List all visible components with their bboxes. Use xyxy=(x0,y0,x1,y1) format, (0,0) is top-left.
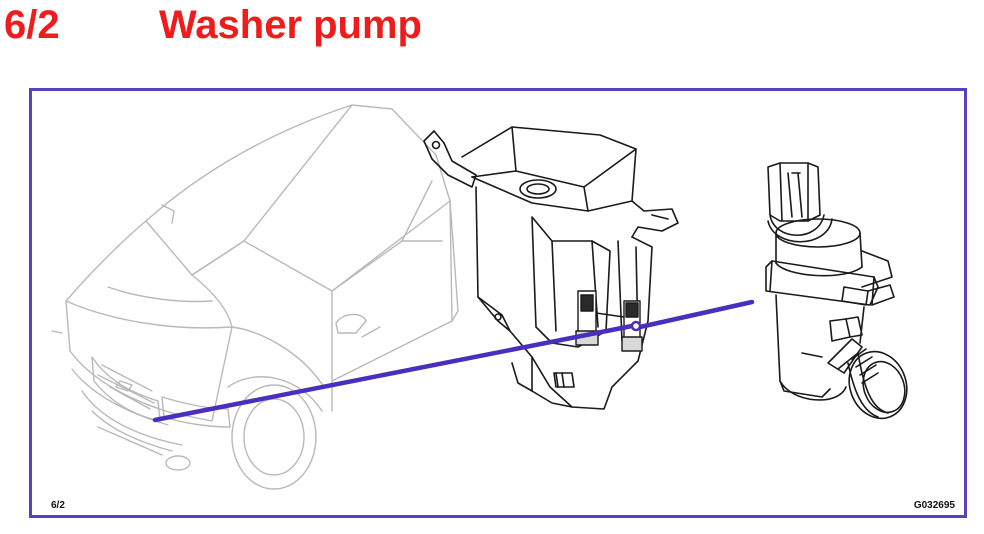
washer-pump-diagram xyxy=(51,104,908,490)
leader-line-car-to-reservoir xyxy=(152,323,635,423)
figure-code: G032695 xyxy=(913,500,955,511)
illustration-frame: 6/2 G032695 xyxy=(29,88,967,518)
washer-fluid-reservoir xyxy=(423,126,679,410)
leader-anchor xyxy=(630,320,642,332)
reservoir-pumps xyxy=(575,290,643,352)
car-outline xyxy=(51,104,459,490)
leader-line-reservoir-to-pump xyxy=(637,299,755,330)
page-title: Washer pump xyxy=(159,3,422,47)
washer-pump xyxy=(765,162,908,420)
header: 6/2 Washer pump xyxy=(0,0,984,60)
leader-lines xyxy=(152,299,755,423)
section-number: 6/2 xyxy=(4,3,60,47)
figure-ref-label: 6/2 xyxy=(51,500,65,511)
